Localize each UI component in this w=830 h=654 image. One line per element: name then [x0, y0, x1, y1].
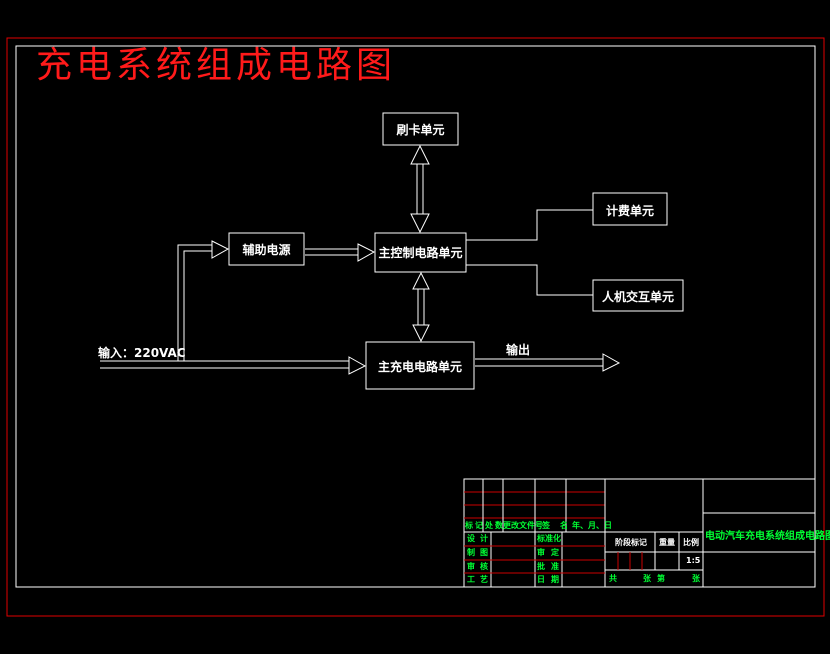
input-to-aux-arrow — [177, 240, 230, 361]
card-unit-label: 刷卡单元 — [396, 123, 445, 137]
tb-sheets-3: 第 — [657, 574, 665, 583]
hmi-unit-label: 人机交互单元 — [601, 290, 674, 304]
tb-drawing-title: 电动汽车充电系统组成电路图 — [705, 531, 830, 542]
tb-header-7: 名 — [560, 521, 568, 530]
tb-header-3: 处 — [485, 521, 493, 530]
tb-header-6: 签 — [542, 521, 550, 530]
tb-left-8: 艺 — [480, 575, 488, 584]
input-to-charge-arrow — [100, 356, 367, 375]
tb-mid-5: 准 — [551, 562, 559, 571]
control-to-billing-line — [466, 209, 593, 241]
tb-mid-2: 审 — [537, 548, 545, 557]
control-charge-link — [412, 271, 430, 343]
main-charge-label: 主充电电路单元 — [377, 360, 462, 374]
aux-power-label: 辅助电源 — [242, 243, 291, 257]
tb-header-1: 标 — [465, 521, 473, 530]
input-label: 输入：220VAC — [98, 346, 186, 360]
title-block — [463, 478, 816, 588]
tb-left-4: 图 — [480, 548, 488, 557]
tb-scale: 比例 — [683, 538, 699, 547]
main-control-label: 主控制电路单元 — [378, 246, 463, 260]
inner-frame — [15, 45, 816, 588]
tb-left-5: 审 — [467, 562, 475, 571]
tb-left-1: 设 — [467, 534, 475, 543]
tb-left-2: 计 — [480, 534, 488, 543]
card-control-link — [410, 144, 430, 234]
tb-stage-mark: 阶段标记 — [615, 538, 647, 547]
card-unit-box — [382, 112, 459, 146]
tb-scale-value: 1:5 — [686, 556, 701, 565]
tb-header-8: 年、月、日 — [572, 521, 612, 530]
output-arrow — [475, 353, 621, 372]
tb-weight: 重量 — [659, 538, 675, 547]
billing-unit-box — [592, 192, 668, 226]
drawing-title: 充电系统组成电路图 — [36, 45, 397, 86]
tb-mid-4: 批 — [537, 562, 545, 571]
tb-sheets-4: 张 — [692, 574, 700, 583]
aux-to-control-arrow — [305, 243, 376, 262]
tb-left-7: 工 — [467, 575, 475, 584]
billing-unit-label: 计费单元 — [605, 204, 654, 218]
tb-left-3: 制 — [467, 548, 475, 557]
tb-mid-1: 标准化 — [537, 534, 561, 543]
outer-frame — [6, 37, 825, 617]
tb-header-5: 更改文件号 — [503, 521, 543, 530]
main-charge-box — [365, 341, 475, 390]
tb-sheets-2: 张 — [643, 574, 651, 583]
control-to-hmi-line — [466, 264, 593, 296]
output-label: 输出 — [506, 343, 531, 357]
tb-mid-6: 日 — [537, 575, 545, 584]
tb-mid-7: 期 — [551, 575, 559, 584]
tb-left-6: 核 — [480, 562, 488, 571]
tb-sheets-1: 共 — [609, 574, 617, 583]
tb-mid-3: 定 — [551, 548, 559, 557]
tb-header-4: 数 — [495, 521, 503, 530]
main-control-box — [374, 232, 467, 273]
tb-header-2: 记 — [475, 521, 483, 530]
